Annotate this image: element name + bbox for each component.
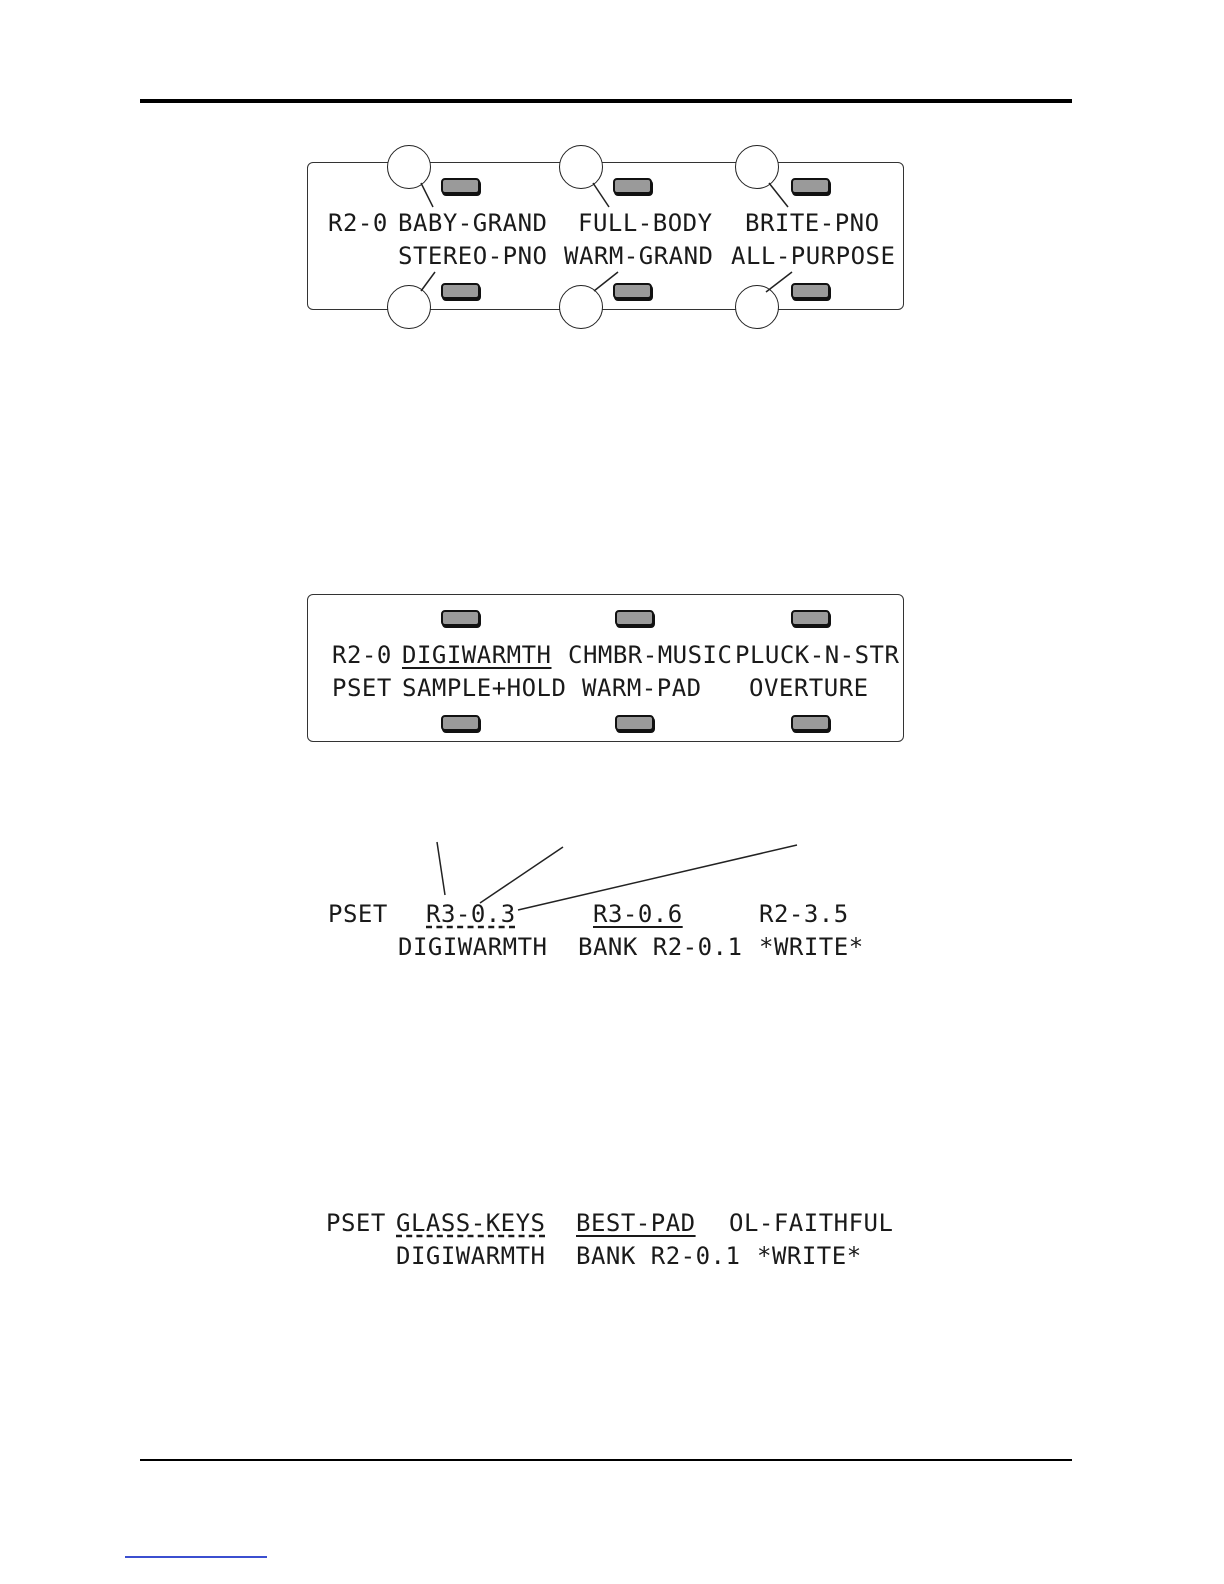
mode-label: PSET xyxy=(332,674,392,702)
preset-name-top-2: CHMBR-MUSIC xyxy=(568,641,732,669)
softkey-bottom-3[interactable] xyxy=(791,283,830,299)
mode-label: PSET xyxy=(328,900,388,928)
preset-name-top-3: PLUCK-N-STR xyxy=(735,641,899,669)
display-bottom-2: BANK R2-0.1 xyxy=(578,933,742,961)
bank-label: R2-0 xyxy=(328,209,388,237)
preset-name-bottom-3: OVERTURE xyxy=(749,674,869,702)
preset-name-bottom-1: STEREO-PNO xyxy=(398,242,548,270)
softkey-bottom-1[interactable] xyxy=(441,283,480,299)
callout-circle-bottom-2 xyxy=(559,285,603,329)
name-top-1: GLASS-KEYS xyxy=(396,1209,546,1237)
preset-name-top-1: BABY-GRAND xyxy=(398,209,548,237)
softkey-top-1[interactable] xyxy=(441,178,480,194)
display-bottom-1: DIGIWARMTH xyxy=(396,1242,546,1270)
softkey-top-2[interactable] xyxy=(613,178,652,194)
softkey-bottom-1[interactable] xyxy=(441,715,480,731)
write-label: *WRITE* xyxy=(759,933,864,961)
callout-circle-top-2 xyxy=(559,145,603,189)
callout-circle-top-1 xyxy=(387,145,431,189)
preset-name-top-1-selected: DIGIWARMTH xyxy=(402,641,552,669)
footer-rule xyxy=(140,1459,1072,1461)
leader-line-location-2 xyxy=(480,847,563,903)
softkey-bottom-2[interactable] xyxy=(615,715,654,731)
softkey-top-3[interactable] xyxy=(791,178,830,194)
callout-circle-bottom-3 xyxy=(735,285,779,329)
location-top-2: R3-0.6 xyxy=(593,900,683,928)
preset-name-bottom-2: WARM-GRAND xyxy=(564,242,714,270)
mode-label: PSET xyxy=(326,1209,386,1237)
leader-line-location-1 xyxy=(437,842,445,895)
location-top-3: R2-3.5 xyxy=(759,900,849,928)
softkey-top-1[interactable] xyxy=(441,610,480,626)
softkey-bottom-3[interactable] xyxy=(791,715,830,731)
page-link-underline[interactable] xyxy=(125,1556,267,1558)
callout-circle-bottom-1 xyxy=(387,285,431,329)
location-top-1: R3-0.3 xyxy=(426,900,516,928)
display-bottom-2: BANK R2-0.1 xyxy=(576,1242,740,1270)
preset-name-bottom-3: ALL-PURPOSE xyxy=(731,242,895,270)
name-top-3: OL-FAITHFUL xyxy=(729,1209,893,1237)
bank-label: R2-0 xyxy=(332,641,392,669)
preset-name-bottom-2: WARM-PAD xyxy=(582,674,702,702)
write-label: *WRITE* xyxy=(757,1242,862,1270)
header-rule xyxy=(140,99,1072,103)
softkey-top-2[interactable] xyxy=(615,610,654,626)
softkey-bottom-2[interactable] xyxy=(613,283,652,299)
name-top-2: BEST-PAD xyxy=(576,1209,696,1237)
lcd-panel-pset-select: R2-0 DIGIWARMTH CHMBR-MUSIC PLUCK-N-STR … xyxy=(307,594,904,742)
softkey-top-3[interactable] xyxy=(791,610,830,626)
display-bottom-1: DIGIWARMTH xyxy=(398,933,548,961)
preset-name-bottom-1: SAMPLE+HOLD xyxy=(402,674,566,702)
preset-name-top-3: BRITE-PNO xyxy=(745,209,880,237)
preset-name-top-2: FULL-BODY xyxy=(578,209,713,237)
callout-circle-top-3 xyxy=(735,145,779,189)
